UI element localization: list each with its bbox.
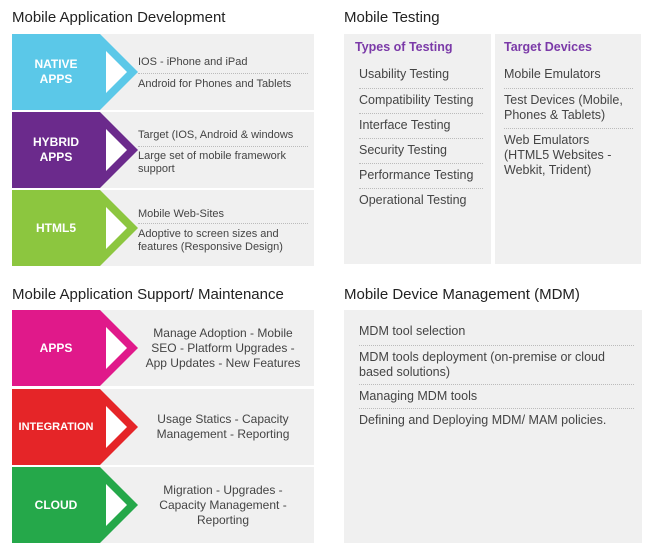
mdm-line: Defining and Deploying MDM/ MAM policies… (359, 413, 607, 427)
list-item: Web Emulators(HTML5 Websites -Webkit, Tr… (504, 128, 633, 178)
html5-tile: HTML5 (12, 190, 100, 266)
device-line: Phones & Tablets) (504, 108, 606, 122)
mdm-panel: MDM tool selection MDM tools deployment … (344, 310, 642, 543)
cloud-label: CLOUD (34, 497, 78, 512)
list-item: Adoptive to screen sizes and (138, 223, 308, 241)
section-title-support: Mobile Application Support/ Maintenance (12, 286, 284, 303)
mdm-line: based solutions) (359, 365, 451, 379)
list-item: MDM tools deployment (on-premise or clou… (359, 345, 634, 380)
list-item: Test Devices (Mobile,Phones & Tablets) (504, 88, 633, 123)
list-item: Managing MDM tools (359, 384, 634, 404)
types-of-testing-panel: Types of Testing Usability Testing Compa… (344, 34, 491, 264)
apps-tile: APPS (12, 310, 100, 386)
device-line: Test Devices (Mobile, (504, 93, 623, 107)
chevron-right-icon (100, 112, 138, 188)
list-item: Interface Testing (359, 113, 483, 133)
native-label-2: APPS (39, 72, 73, 86)
chevron-right-icon (100, 34, 138, 110)
apps-label: APPS (39, 340, 73, 355)
list-item: support (138, 163, 175, 175)
target-devices-panel: Target Devices Mobile Emulators Test Dev… (495, 34, 641, 264)
list-item: Android for Phones and Tablets (138, 73, 308, 91)
list-item: Usability Testing (359, 67, 450, 81)
desc-line: Usage Statics - Capacity (157, 412, 289, 426)
integration-tile: INTEGRATION (12, 389, 100, 465)
hybrid-label-2: APPS (39, 150, 73, 164)
cloud-tile: CLOUD (12, 467, 100, 543)
support-desc: Migration - Upgrades -Capacity Managemen… (138, 467, 308, 543)
list-item: Mobile Emulators (504, 67, 633, 82)
list-item: MDM tool selection (359, 324, 634, 339)
chevron-right-icon (100, 310, 138, 386)
section-title-testing: Mobile Testing (344, 9, 440, 26)
integration-label: INTEGRATION (18, 420, 94, 433)
list-item: Compatibility Testing (359, 88, 483, 108)
dev-row-html5: HTML5 Mobile Web-Sites Adoptive to scree… (12, 190, 314, 266)
mdm-line: MDM tools deployment (on-premise or clou… (359, 350, 605, 364)
chevron-right-icon (100, 389, 138, 465)
desc-line: Migration - Upgrades - (163, 482, 283, 497)
list-item: features (Responsive Design) (138, 241, 283, 253)
device-line: Web Emulators (504, 133, 590, 147)
desc-line: SEO - Platform Upgrades - (151, 340, 295, 355)
list-item: Large set of mobile framework (138, 146, 308, 163)
desc-line: App Updates - New Features (145, 355, 301, 370)
support-row-cloud: CLOUD Migration - Upgrades -Capacity Man… (12, 467, 314, 543)
device-line: Mobile Emulators (504, 67, 601, 81)
desc-line: Manage Adoption - Mobile (153, 325, 293, 340)
list-item: Defining and Deploying MDM/ MAM policies… (359, 408, 634, 428)
device-line: Webkit, Trident) (504, 163, 592, 177)
chevron-right-icon (100, 190, 138, 266)
section-title-dev: Mobile Application Development (12, 9, 226, 26)
section-title-mdm: Mobile Device Management (MDM) (344, 286, 580, 303)
mdm-line: MDM tool selection (359, 324, 466, 338)
list-item: IOS - iPhone and iPad (138, 56, 248, 68)
devices-heading: Target Devices (504, 40, 593, 54)
device-line: (HTML5 Websites - (504, 148, 612, 162)
list-item: Security Testing (359, 138, 483, 158)
list-item: Target (IOS, Android & windows (138, 129, 294, 141)
desc-line: Reporting (196, 512, 250, 527)
mdm-line: Managing MDM tools (359, 389, 478, 403)
html5-label: HTML5 (36, 220, 76, 235)
native-label-1: NATIVE (34, 57, 78, 71)
desc-line: Management - Reporting (156, 427, 290, 441)
list-item: Operational Testing (359, 188, 483, 208)
list-item: Performance Testing (359, 163, 483, 183)
list-item: Mobile Web-Sites (138, 208, 224, 220)
types-heading: Types of Testing (355, 40, 453, 54)
hybrid-label-1: HYBRID (32, 135, 79, 149)
desc-line: Capacity Management - (159, 497, 287, 512)
chevron-right-icon (100, 467, 138, 543)
